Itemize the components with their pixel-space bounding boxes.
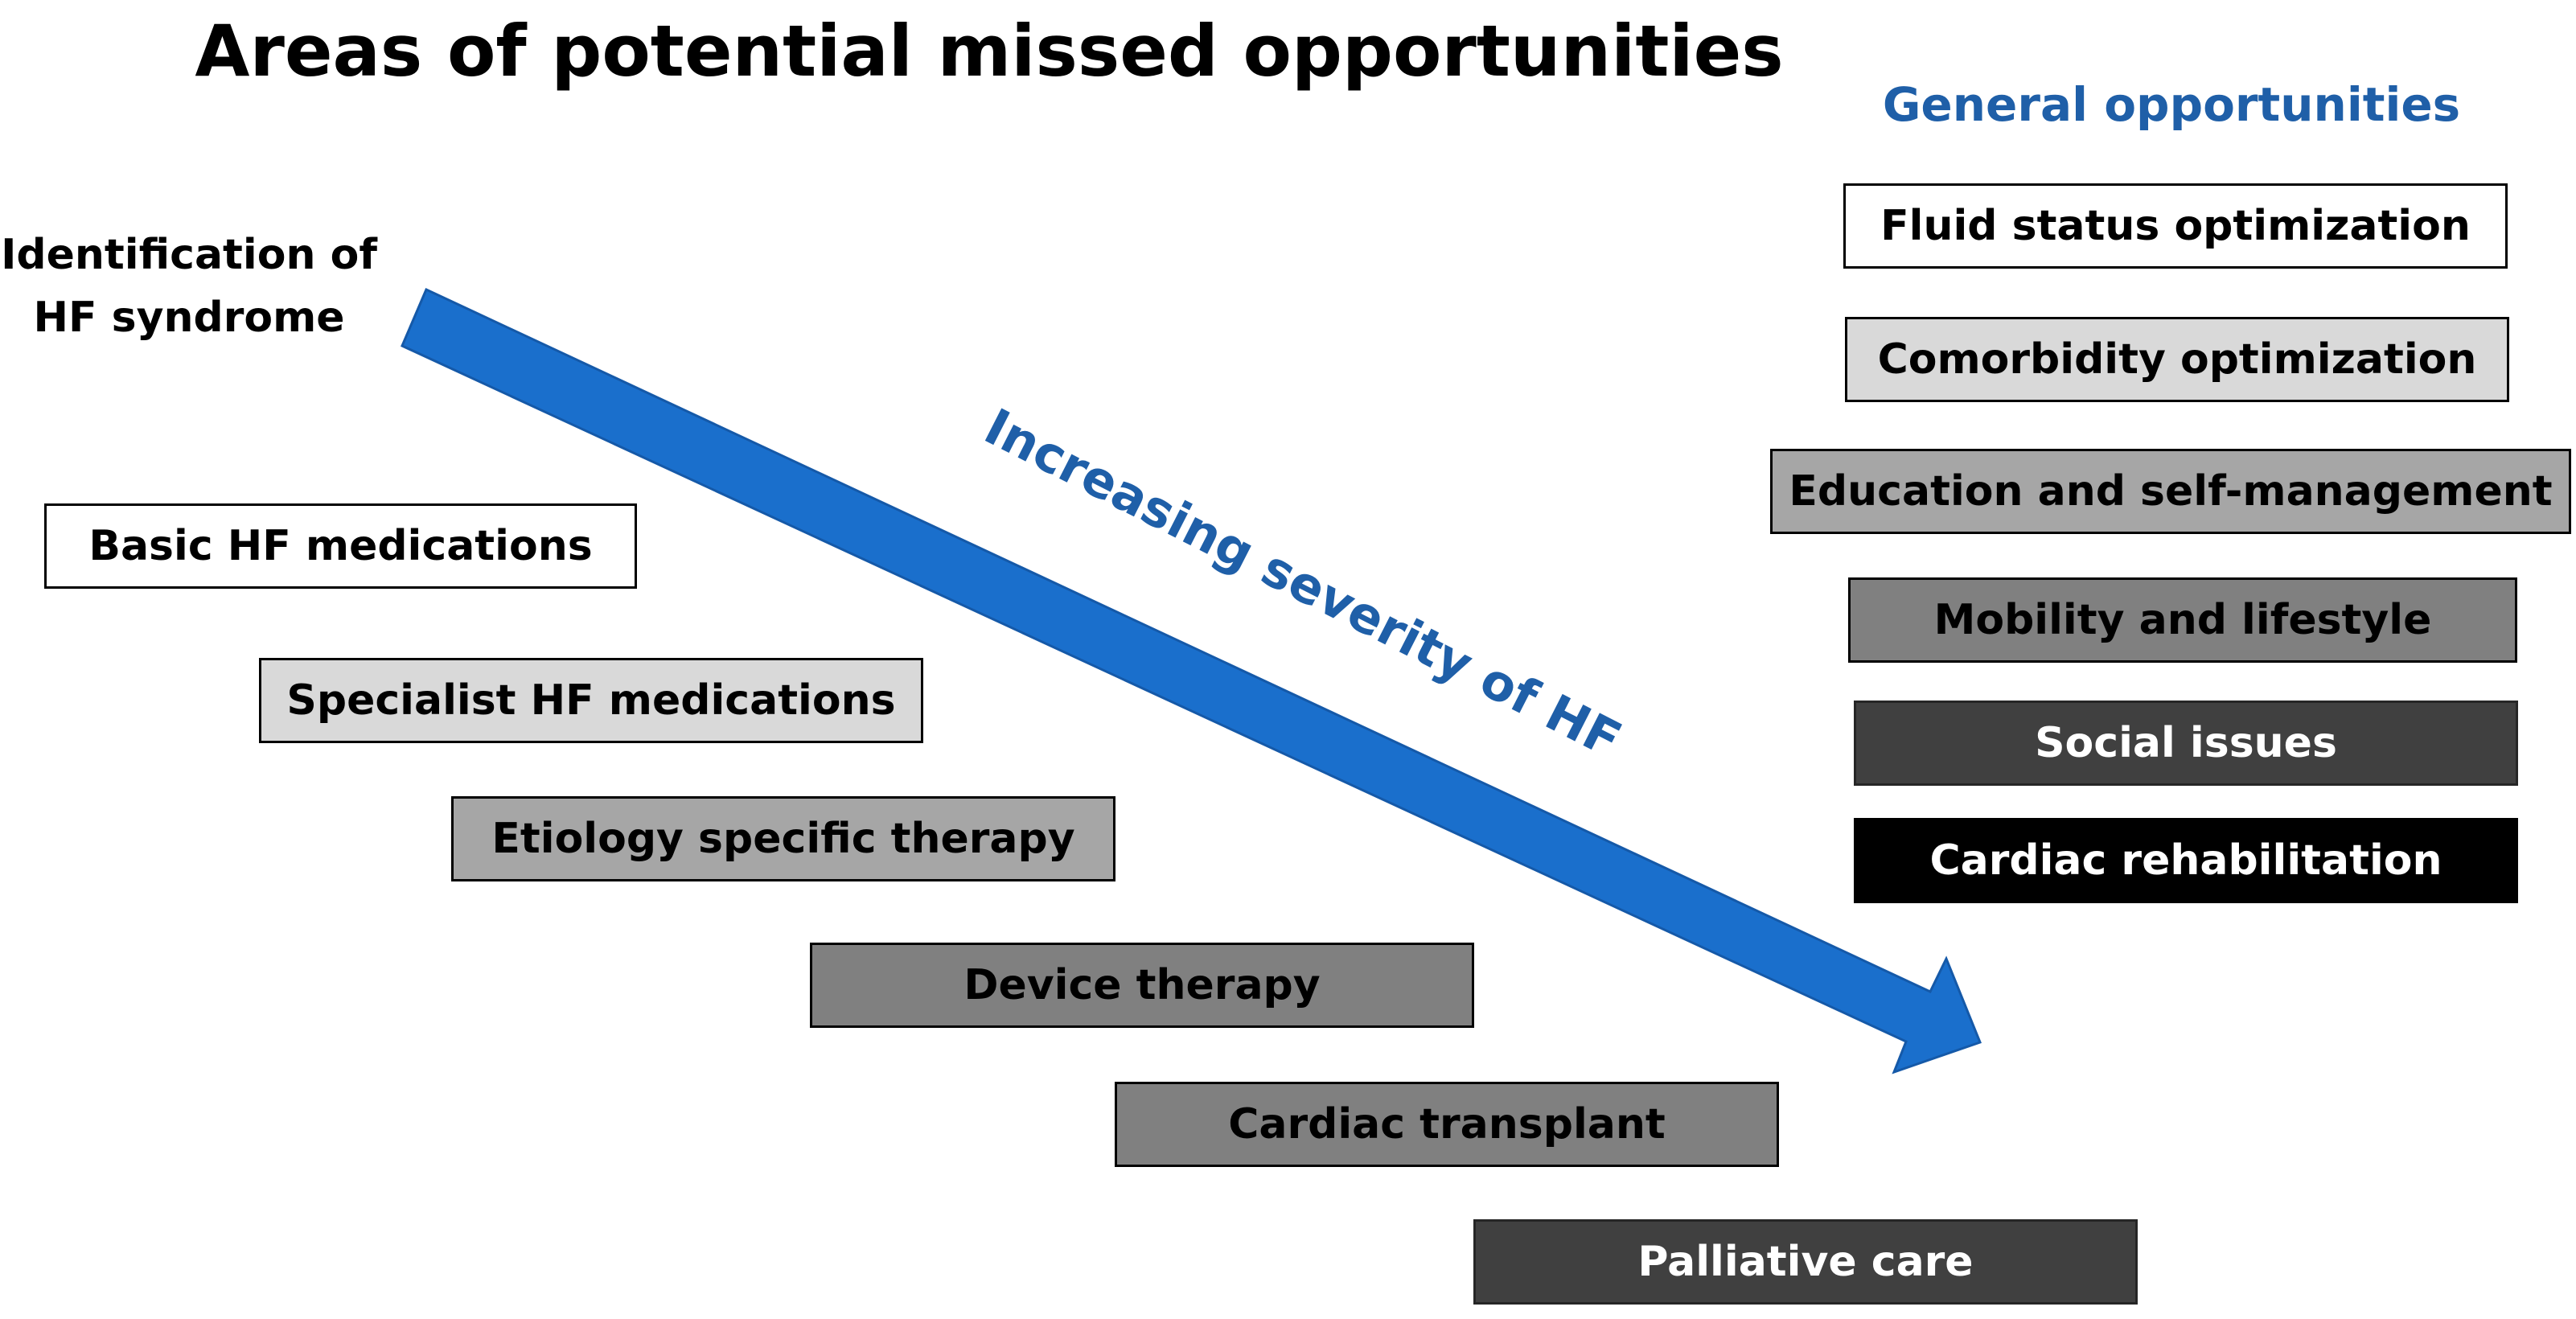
- identification-line-1: Identification of: [1, 231, 377, 279]
- step-palliative-care: Palliative care: [1473, 1219, 2138, 1305]
- step-basic-hf-medications: Basic HF medications: [44, 503, 637, 589]
- step-device-therapy: Device therapy: [810, 943, 1474, 1028]
- identification-label: Identification of HF syndrome: [0, 224, 378, 349]
- severity-arrow-shape: [401, 287, 1982, 1075]
- identification-line-2: HF syndrome: [33, 294, 345, 342]
- general-mobility-lifestyle: Mobility and lifestyle: [1848, 577, 2517, 663]
- page-title: Areas of potential missed opportunities: [195, 10, 1784, 92]
- general-cardiac-rehabilitation: Cardiac rehabilitation: [1854, 818, 2518, 903]
- step-etiology-specific-therapy: Etiology specific therapy: [451, 796, 1115, 881]
- general-opportunities-heading: General opportunities: [1882, 77, 2461, 132]
- step-specialist-hf-medications: Specialist HF medications: [259, 658, 923, 743]
- general-fluid-status-optimization: Fluid status optimization: [1843, 183, 2508, 269]
- general-education-self-management: Education and self-management: [1770, 449, 2571, 534]
- general-social-issues: Social issues: [1854, 701, 2518, 786]
- step-cardiac-transplant: Cardiac transplant: [1115, 1082, 1779, 1167]
- general-comorbidity-optimization: Comorbidity optimization: [1845, 317, 2509, 402]
